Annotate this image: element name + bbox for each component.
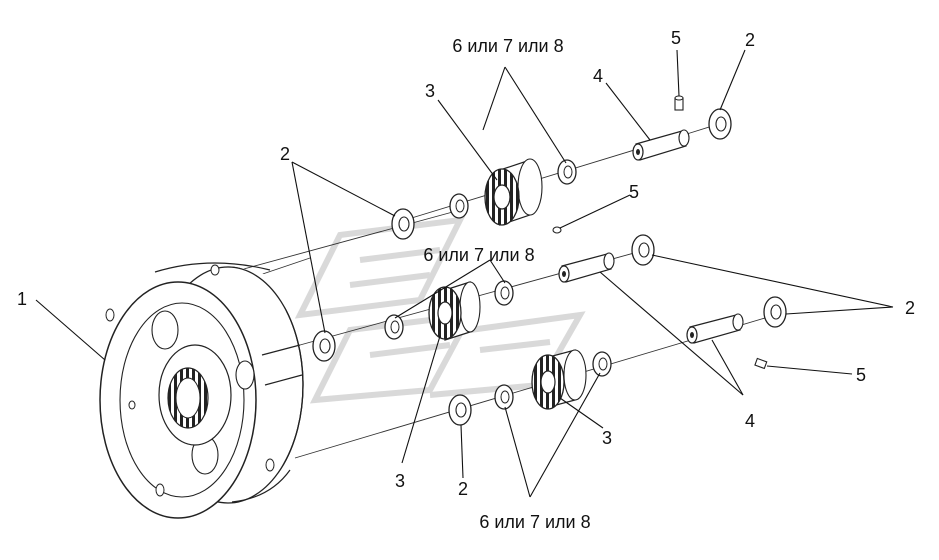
- carrier-housing: [99, 262, 304, 520]
- callout-part-1: 1: [17, 289, 27, 309]
- planet-pins: [558, 129, 744, 344]
- spacer-middle-left: [384, 314, 404, 340]
- housing-pin-hole-top: [151, 310, 179, 350]
- washer-upper-right: [708, 108, 732, 140]
- spacer-upper-left: [449, 193, 469, 219]
- callout-part-5-right: 5: [856, 365, 866, 385]
- set-screw-lower: [754, 357, 768, 370]
- callout-part-3-bottom-left: 3: [395, 471, 405, 491]
- washer-lower-right: [763, 296, 787, 328]
- planet-gear-middle: [428, 281, 481, 341]
- planet-pin-upper: [632, 129, 690, 161]
- planet-gear-lower: [531, 349, 587, 410]
- planet-pin-lower: [686, 313, 744, 344]
- callout-part-2-top-right: 2: [745, 30, 755, 50]
- set-screws: [552, 95, 768, 370]
- callout-part-2-right: 2: [905, 298, 915, 318]
- planet-gears: [428, 158, 587, 410]
- callout-part-2-left: 2: [280, 144, 290, 164]
- planet-pin-middle: [558, 252, 615, 283]
- spacer-middle-right: [494, 280, 514, 306]
- callout-alt-6-7-8-top: 6 или 7 или 8: [452, 36, 563, 56]
- washer-upper-left: [391, 208, 415, 240]
- callout-part-5-top: 5: [671, 28, 681, 48]
- planet-gear-upper: [484, 158, 543, 226]
- axis-line-top: [239, 209, 461, 271]
- spacer-upper-right: [557, 159, 577, 185]
- callout-part-5-middle: 5: [629, 182, 639, 202]
- callout-part-3-top: 3: [425, 81, 435, 101]
- callout-part-3-bottom-right: 3: [602, 428, 612, 448]
- washer-middle-right: [631, 234, 655, 266]
- set-screw-middle: [552, 226, 562, 234]
- set-screw-upper: [674, 95, 684, 111]
- leader-lines: [35, 49, 894, 498]
- spacer-rings: [384, 159, 612, 410]
- callout-part-4-right: 4: [745, 411, 755, 431]
- washer-lower-left: [448, 394, 472, 426]
- callout-alt-6-7-8-middle: 6 или 7 или 8: [423, 245, 534, 265]
- callout-labels: 1 2 2 2 2 3 3 3 4 4 5 5 5 6 или 7 или 8 …: [17, 28, 915, 532]
- spacer-lower-left: [494, 384, 514, 410]
- callout-alt-6-7-8-bottom: 6 или 7 или 8: [479, 512, 590, 532]
- callout-part-2-bottom: 2: [458, 479, 468, 499]
- thrust-washers: [312, 108, 787, 426]
- housing-pin-hole-right: [235, 360, 255, 390]
- washer-middle-left: [312, 330, 336, 362]
- callout-part-4-top: 4: [593, 66, 603, 86]
- spacer-lower-right: [592, 351, 612, 377]
